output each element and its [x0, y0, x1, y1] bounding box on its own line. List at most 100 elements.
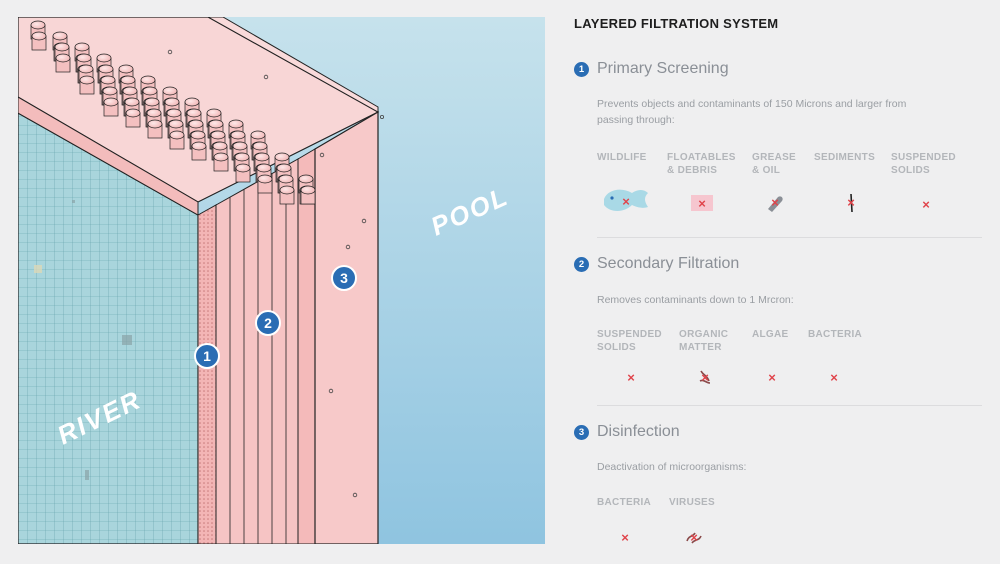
item-suspended-solids: SUSPENDED SOLIDS: [891, 152, 956, 176]
svg-text:1: 1: [203, 348, 211, 364]
filter-tube-top: [232, 141, 248, 151]
divider: [597, 405, 982, 406]
filter-tube-top: [31, 31, 47, 41]
stage-number-badge: 1: [574, 61, 589, 77]
filter-tube-cluster: [30, 20, 316, 205]
filter-tube-top: [102, 86, 118, 96]
filter-tube-top: [184, 97, 200, 107]
filter-tube-top: [191, 141, 207, 151]
filter-tube-top: [124, 97, 140, 107]
svg-text:×: ×: [627, 370, 635, 385]
layer-3-face: [297, 148, 316, 544]
filter-tube-top: [55, 53, 71, 63]
divider: [597, 237, 982, 238]
filter-tube-top: [122, 86, 138, 96]
panel-title: LAYERED FILTRATION SYSTEM: [574, 16, 779, 31]
filtration-layers-illustration: RIVER POOL 1 2 3: [18, 17, 545, 544]
svg-text:×: ×: [690, 530, 698, 545]
filter-tube-top: [76, 53, 92, 63]
filter-tube-top: [74, 42, 90, 52]
item-bacteria: BACTERIA: [597, 497, 652, 508]
filter-tube-top: [256, 163, 272, 173]
svg-text:×: ×: [771, 195, 779, 210]
filter-tube-top: [79, 75, 95, 85]
filter-tube-top: [300, 185, 316, 195]
filter-tube-top: [96, 53, 112, 63]
filter-tube-top: [166, 108, 182, 118]
filter-tube-top: [188, 119, 204, 129]
item-bacteria: BACTERIA: [808, 329, 863, 340]
stage-title: Primary Screening: [597, 60, 729, 77]
particle-icon: ×: [922, 197, 930, 212]
filter-tube-top: [298, 174, 314, 184]
layer-1-face: [197, 204, 217, 544]
filter-tube-top: [169, 130, 185, 140]
filter-tube-top: [206, 108, 222, 118]
layer-marker-2: 2: [255, 310, 281, 336]
item-viruses: VIRUSES: [669, 497, 716, 508]
oil-drop-icon: ×: [768, 195, 783, 212]
filter-tube-top: [162, 86, 178, 96]
item-algae: ALGAE: [752, 329, 789, 340]
filter-tube-top: [190, 130, 206, 140]
filter-tube-top: [164, 97, 180, 107]
stage-description: Removes contaminants down to 1 Mrcron:: [597, 294, 794, 306]
svg-text:2: 2: [264, 315, 272, 331]
filter-tube-top: [186, 108, 202, 118]
item-sediments: SEDIMENTS: [814, 152, 876, 163]
particle-icon: ×: [627, 370, 635, 385]
filter-tube-top: [30, 20, 46, 30]
filter-tube-top: [118, 64, 134, 74]
filter-tube-top: [103, 97, 119, 107]
filter-tube-top: [208, 119, 224, 129]
bacteria-icon: ×: [621, 530, 629, 545]
bacteria-icon: ×: [830, 370, 838, 385]
svg-text:×: ×: [830, 370, 838, 385]
filter-tube-top: [140, 75, 156, 85]
filter-tube-top: [146, 108, 162, 118]
item-organic-matter: ORGANIC MATTER: [679, 329, 729, 353]
filter-tube-top: [250, 130, 266, 140]
svg-text:×: ×: [621, 530, 629, 545]
filter-tube-top: [278, 174, 294, 184]
filter-tube-top: [147, 119, 163, 129]
svg-text:3: 3: [340, 270, 348, 286]
svg-text:×: ×: [698, 196, 706, 211]
organic-icon: ×: [699, 370, 711, 385]
filter-tube-top: [210, 130, 226, 140]
filter-tube-top: [125, 108, 141, 118]
filter-tube-top: [274, 152, 290, 162]
item-suspended-solids: SUSPENDED SOLIDS: [597, 329, 662, 353]
filter-tube-top: [120, 75, 136, 85]
filter-tube-top: [228, 119, 244, 129]
algae-icon: ×: [768, 370, 776, 385]
filter-tube-top: [144, 97, 160, 107]
filter-tube-top: [212, 141, 228, 151]
sediment-icon: ×: [847, 193, 855, 213]
item-floatables-debris: FLOATABLES & DEBRIS: [667, 152, 736, 176]
svg-text:×: ×: [847, 195, 855, 210]
stage-number-badge: 3: [574, 424, 589, 440]
stage-description: Prevents objects and contaminants of 150…: [597, 98, 907, 126]
filter-tube-top: [78, 64, 94, 74]
filtration-info-panel: LAYERED FILTRATION SYSTEM 1 Primary Scre…: [570, 0, 982, 564]
svg-text:×: ×: [622, 194, 630, 209]
filter-tube-top: [230, 130, 246, 140]
filter-tube-top: [235, 163, 251, 173]
svg-text:×: ×: [922, 197, 930, 212]
fish-icon: ×: [604, 189, 648, 211]
filter-tube-top: [279, 185, 295, 195]
virus-icon: ×: [686, 530, 702, 545]
filter-tube-top: [54, 42, 70, 52]
filter-tube-top: [142, 86, 158, 96]
filter-tube-top: [168, 119, 184, 129]
stage-title: Disinfection: [597, 423, 680, 440]
filter-tube-top: [52, 31, 68, 41]
filter-tube-top: [98, 64, 114, 74]
item-wildlife: WILDLIFE: [597, 152, 647, 163]
stage-description: Deactivation of microorganisms:: [597, 461, 747, 473]
item-grease-oil: GREASE & OIL: [752, 152, 797, 176]
filter-tube-top: [254, 152, 270, 162]
filter-tube-top: [100, 75, 116, 85]
layer-marker-3: 3: [331, 265, 357, 291]
